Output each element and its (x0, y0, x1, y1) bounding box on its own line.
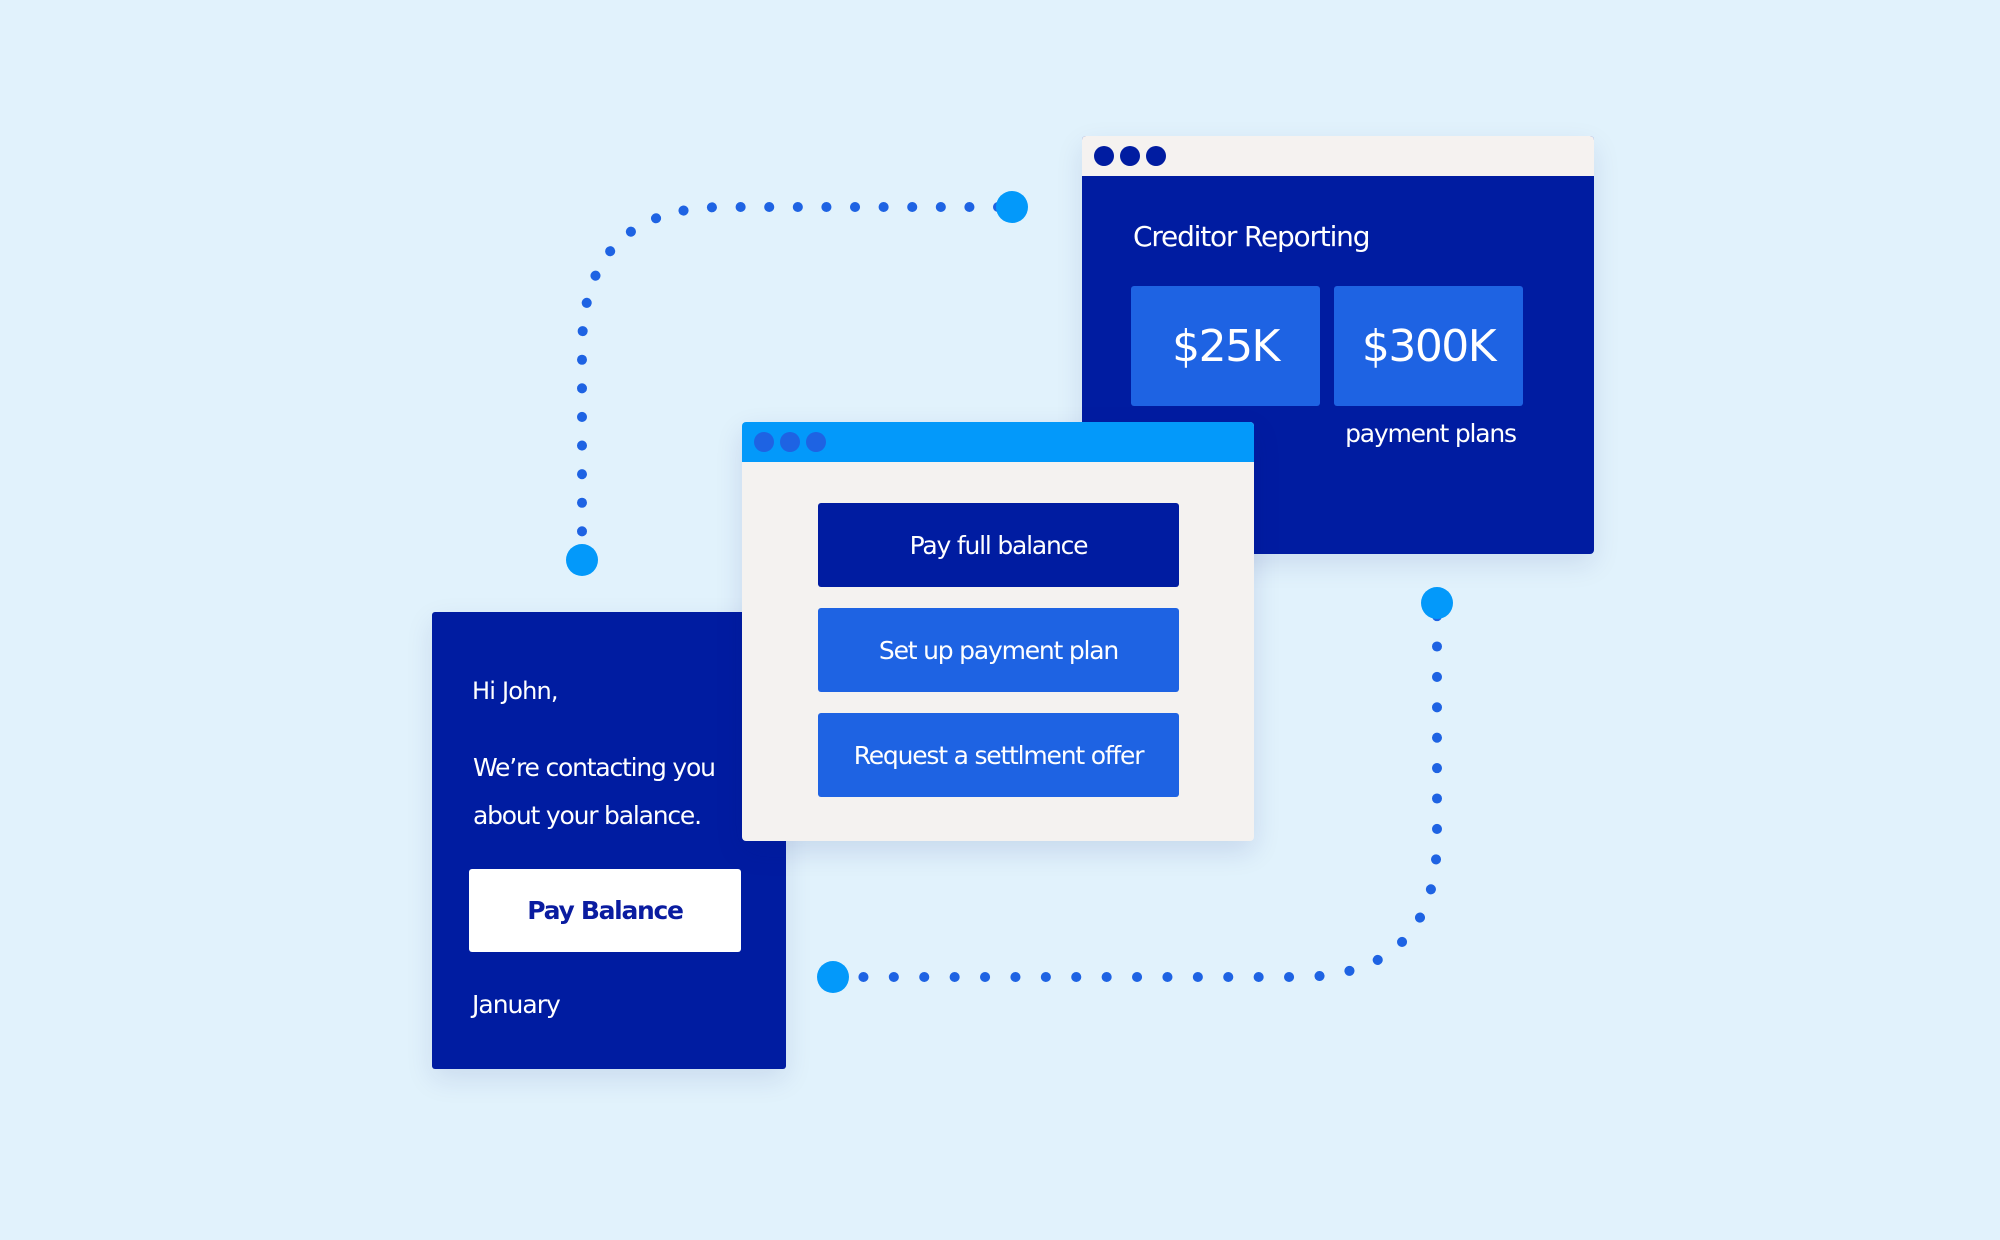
window-dot-icon (806, 432, 826, 452)
connector-bottom-right (828, 598, 1442, 982)
email-body: We’re contacting you about your balance. (473, 753, 716, 830)
request-settlement-offer-button[interactable]: Request a settlment offer (818, 713, 1179, 797)
stat-box-second: $300K (1334, 286, 1523, 406)
connector-node (817, 961, 849, 993)
window-title-bar (742, 422, 1254, 462)
email-month: January (472, 990, 561, 1019)
report-title: Creditor Reporting (1133, 220, 1370, 253)
connector-node (996, 191, 1028, 223)
email-card: Hi John, We’re contacting you about your… (432, 612, 786, 1069)
pay-full-balance-button[interactable]: Pay full balance (818, 503, 1179, 587)
window-dot-icon (1146, 146, 1166, 166)
window-title-bar (1082, 136, 1594, 176)
window-dot-icon (780, 432, 800, 452)
window-dot-icon (1094, 146, 1114, 166)
payment-options-window: Pay full balance Set up payment plan Req… (742, 422, 1254, 841)
stat-box-first: $25K (1131, 286, 1320, 406)
set-up-payment-plan-button[interactable]: Set up payment plan (818, 608, 1179, 692)
pay-balance-button[interactable]: Pay Balance (469, 869, 741, 952)
connector-node (1421, 587, 1453, 619)
email-greeting: Hi John, (472, 677, 559, 705)
window-dot-icon (754, 432, 774, 452)
connector-node (566, 544, 598, 576)
stat-caption: payment plans (1345, 419, 1517, 448)
window-dot-icon (1120, 146, 1140, 166)
